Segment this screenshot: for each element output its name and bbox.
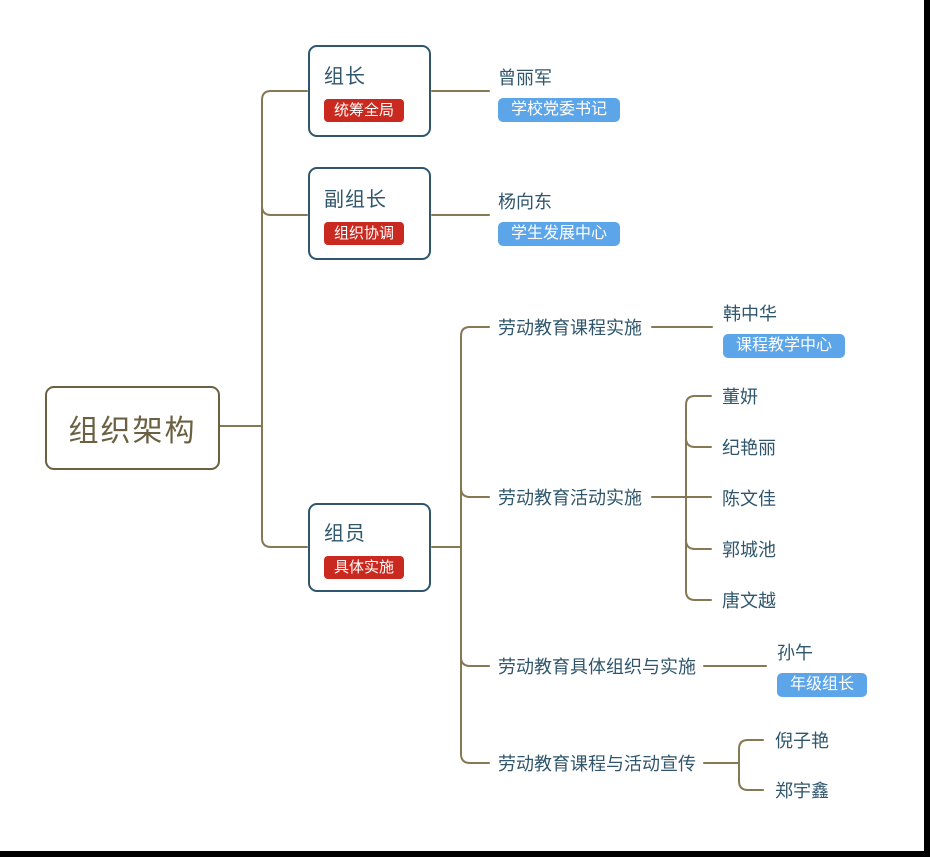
group-label-activity: 劳动教育活动实施 bbox=[498, 488, 642, 508]
window-edge-bar-right bbox=[924, 0, 930, 857]
edge-sub-bottom-elbow bbox=[460, 753, 490, 764]
person-node: 杨向东 学生发展中心 bbox=[498, 188, 621, 246]
role-badge: 统筹全局 bbox=[324, 99, 405, 122]
edge-main-top-elbow bbox=[261, 90, 308, 101]
window-edge-bar-bottom bbox=[0, 851, 930, 857]
person-name: 郑宇鑫 bbox=[775, 781, 829, 801]
person-name: 陈文佳 bbox=[722, 489, 776, 509]
person-name: 董妍 bbox=[722, 387, 758, 407]
person-name: 韩中华 bbox=[723, 304, 777, 324]
edge-group2-stub-b bbox=[685, 437, 712, 448]
branch-title: 副组长 bbox=[324, 188, 387, 211]
edge-group4-bottom-elbow bbox=[738, 780, 764, 791]
person-name: 曾丽军 bbox=[498, 68, 552, 88]
branch-title: 组长 bbox=[324, 66, 366, 88]
person-node: 孙午 年级组长 bbox=[777, 639, 868, 697]
edge-sub-stub-2 bbox=[460, 487, 490, 498]
edge-main-bottom-elbow bbox=[261, 537, 308, 548]
branch-node-leader: 组长 统筹全局 bbox=[308, 45, 431, 137]
edge-sub-stub-3 bbox=[460, 656, 490, 667]
person-name: 唐文越 bbox=[722, 591, 776, 611]
person-name: 倪子艳 bbox=[775, 731, 829, 751]
branch-node-members: 组员 具体实施 bbox=[308, 503, 431, 592]
edge-group2-stub-d bbox=[685, 539, 712, 550]
edge-sub-top-elbow bbox=[460, 326, 490, 337]
person-node: 曾丽军 学校党委书记 bbox=[498, 64, 621, 122]
branch-title: 组员 bbox=[324, 522, 366, 545]
edge-group4-top-elbow bbox=[738, 739, 764, 750]
department-tag-badge: 课程教学中心 bbox=[723, 334, 846, 358]
person-name: 孙午 bbox=[777, 643, 813, 663]
department-tag-badge: 学校党委书记 bbox=[498, 98, 621, 122]
person-name: 郭城池 bbox=[722, 540, 776, 560]
edge-group2-bottom-elbow bbox=[685, 590, 712, 601]
group-label-promotion: 劳动教育课程与活动宣传 bbox=[498, 754, 696, 774]
group-label-organization: 劳动教育具体组织与实施 bbox=[498, 657, 696, 677]
branch-node-deputy-leader: 副组长 组织协调 bbox=[308, 167, 431, 260]
person-node: 韩中华 课程教学中心 bbox=[723, 300, 846, 358]
group-label-course: 劳动教育课程实施 bbox=[498, 318, 642, 338]
root-node: 组织架构 bbox=[45, 386, 220, 470]
role-badge: 组织协调 bbox=[324, 221, 405, 245]
person-name: 杨向东 bbox=[498, 192, 552, 212]
person-name: 纪艳丽 bbox=[722, 438, 776, 458]
edge-main-mid-stub bbox=[261, 205, 308, 216]
department-tag-badge: 学生发展中心 bbox=[498, 222, 621, 246]
role-badge: 具体实施 bbox=[324, 555, 405, 579]
edge-group2-top-elbow bbox=[685, 395, 712, 406]
department-tag-badge: 年级组长 bbox=[777, 673, 868, 697]
root-label: 组织架构 bbox=[68, 415, 197, 448]
